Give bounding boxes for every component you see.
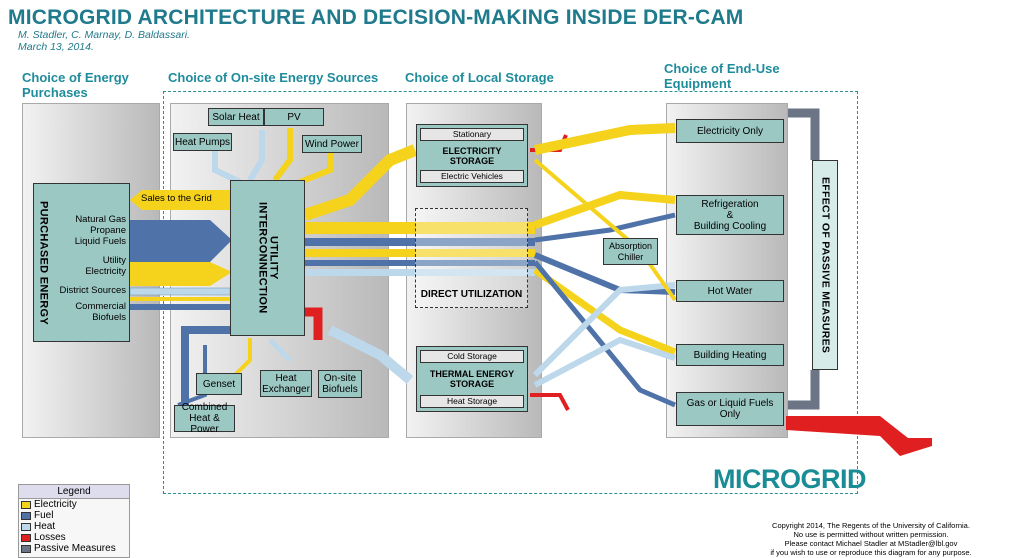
sales-to-grid-arrow [130,190,230,210]
electricity-only-box: Electricity Only [676,119,784,143]
column-heading-onsite-sources: Choice of On-site Energy Sources [168,70,379,85]
legend-swatch [21,544,31,553]
hot-water-box: Hot Water [676,280,784,302]
refrigeration-box: Refrigeration & Building Cooling [676,195,784,235]
heat-storage-label: Heat Storage [420,395,524,408]
legend-item: Heat [19,521,129,532]
legend-swatch [21,511,31,520]
column-heading-energy-purchases: Choice of Energy Purchases [22,70,129,100]
legend-item: Electricity [19,499,129,510]
copyright-notice: Copyright 2014, The Regents of the Unive… [741,521,1001,557]
purchased-energy-box: PURCHASED ENERGY Natural Gas Propane Liq… [33,183,130,342]
panel-end-use [666,103,788,438]
electricity-storage-box: Stationary ELECTRICITY STORAGE Electric … [416,124,528,187]
utility-interconnection-label: UTILITY INTERCONNECTION [256,202,280,314]
direct-utilization-box: DIRECT UTILIZATION [415,208,528,308]
gas-liquid-fuels-line1: Gas or Liquid Fuels [686,398,774,409]
authors: M. Stadler, C. Marnay, D. Baldassari. [18,29,190,41]
pv-box: PV [264,108,324,126]
electricity-storage-line1: ELECTRICITY [442,145,502,156]
absorption-chiller-line1: Absorption [608,240,653,251]
onsite-biofuels-line1: On-site [323,373,357,384]
gas-liquid-fuels-line2: Only [719,409,741,420]
diagram-title: MICROGRID ARCHITECTURE AND DECISION-MAKI… [8,6,744,29]
stationary-label: Stationary [420,128,524,141]
thermal-storage-line2: STORAGE [449,379,495,389]
legend-label: Passive Measures [34,543,116,554]
legend-item: Losses [19,532,129,543]
gas-liquid-fuels-box: Gas or Liquid Fuels Only [676,392,784,426]
microgrid-label: MICROGRID [713,464,867,494]
copyright-line4: if you wish to use or reproduce this dia… [770,548,972,557]
copyright-line3: Please contact Michael Stadler at MStadl… [784,539,958,548]
natural-gas-label: Natural Gas [75,214,126,225]
electricity-inflow [130,262,232,286]
legend-title: Legend [19,485,129,499]
heat-exchanger-line2: Exchanger [262,383,310,395]
heat-exchanger-line1: Heat [275,372,297,384]
electricity-label: Electricity [85,266,126,277]
legend-label: Electricity [34,499,77,510]
electric-vehicles-label: Electric Vehicles [420,170,524,183]
legend-label: Heat [34,521,56,532]
copyright-line2: No use is permitted without written perm… [793,530,949,539]
legend-item: Fuel [19,510,129,521]
heat-exchanger-box: Heat Exchanger [260,370,312,397]
commercial-label: Commercial [75,301,126,312]
biofuels-label: Biofuels [92,312,126,323]
refrigeration-line1: Refrigeration [701,198,759,210]
sales-to-grid-label: Sales to the Grid [141,193,212,204]
legend-swatch [21,522,31,531]
purchased-energy-label: PURCHASED ENERGY [37,200,50,325]
losses-arrow [786,416,932,456]
district-elec-inflow [130,297,230,301]
onsite-biofuels-box: On-site Biofuels [318,370,362,398]
heat-pumps-box: Heat Pumps [173,133,232,151]
passive-measures-label: EFFECT OF PASSIVE MEASURES [819,176,832,354]
legend-swatch [21,533,31,542]
electricity-storage-line2: STORAGE [449,155,495,166]
absorption-chiller-line2: Chiller [617,251,644,262]
passive-measures-box: EFFECT OF PASSIVE MEASURES [812,160,838,370]
column-heading-end-use: Choice of End-Use Equipment [664,61,780,91]
thermal-storage-box: Cold Storage THERMAL ENERGY STORAGE Heat… [416,346,528,412]
refrigeration-line2: & [726,209,734,221]
copyright-line1: Copyright 2014, The Regents of the Unive… [772,521,970,530]
propane-label: Propane [90,225,126,236]
liquid-fuels-label: Liquid Fuels [74,236,126,247]
legend-label: Fuel [34,510,54,521]
legend-swatch [21,500,31,509]
column-heading-local-storage: Choice of Local Storage [405,70,554,85]
building-heating-box: Building Heating [676,344,784,366]
onsite-biofuels-line2: Biofuels [322,384,358,395]
utility-interconnection-box: UTILITY INTERCONNECTION [230,180,305,336]
absorption-chiller-box: Absorption Chiller [603,238,658,265]
chp-line1: Combined [181,402,228,413]
genset-box: Genset [196,373,242,395]
legend-label: Losses [34,532,66,543]
biofuel-inflow [130,304,230,310]
district-sources-label: District Sources [59,285,126,296]
fuel-inflow [130,220,232,262]
direct-utilization-label: DIRECT UTILIZATION [420,289,523,300]
date: March 13, 2014. [18,41,94,53]
legend-item: Passive Measures [19,543,129,554]
district-heat-inflow [129,287,231,296]
utility-label: Utility [102,255,126,266]
refrigeration-line3: Building Cooling [693,220,767,232]
chp-line2: Heat & Power [189,413,220,435]
cold-storage-label: Cold Storage [420,350,524,363]
wind-power-box: Wind Power [302,135,362,153]
legend: Legend Electricity Fuel Heat Losses Pass… [18,484,130,558]
thermal-storage-line1: THERMAL ENERGY [429,369,515,379]
chp-box: Combined Heat & Power [174,402,235,435]
solar-heat-box: Solar Heat [208,108,264,126]
